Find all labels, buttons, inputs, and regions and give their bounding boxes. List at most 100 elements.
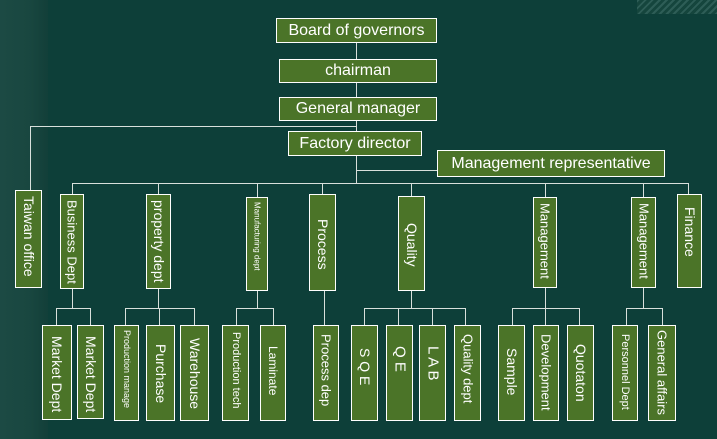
connector	[159, 308, 160, 325]
connector	[30, 126, 31, 190]
section-box: Development	[533, 325, 559, 421]
connector	[356, 82, 357, 98]
connector	[56, 308, 91, 309]
department-box: property dept	[146, 194, 171, 289]
connector	[626, 308, 627, 325]
department-box: Management	[533, 197, 557, 288]
department-box: Finance	[677, 194, 702, 288]
connector	[364, 308, 365, 325]
corner-decoration	[637, 0, 717, 14]
section-label: Market Dept	[49, 336, 65, 413]
section-box: Quotaton	[567, 325, 594, 421]
section-box: Purchase	[146, 325, 175, 421]
connector	[643, 183, 644, 197]
department-label: property dept	[150, 200, 167, 283]
department-label: Management	[636, 203, 651, 279]
department-box: Business Dept	[60, 194, 84, 289]
section-label: Quotaton	[572, 344, 589, 402]
connector	[512, 308, 580, 309]
connector	[356, 42, 357, 60]
connector	[626, 308, 663, 309]
section-label: Sample	[503, 348, 520, 396]
connector	[545, 183, 546, 197]
connector	[356, 120, 357, 132]
section-box: Production tech	[222, 325, 249, 421]
connector	[322, 183, 323, 194]
section-label: S Q E	[356, 348, 373, 386]
section-label: Process dep	[318, 334, 334, 407]
connector	[356, 170, 438, 171]
department-box: Taiwan office	[15, 190, 42, 288]
department-label: Process	[314, 219, 331, 270]
section-label: Production tech	[229, 332, 242, 409]
connector	[662, 308, 663, 325]
factory-director-box: Factory director	[288, 131, 422, 156]
section-box: Warehouse	[180, 325, 209, 421]
department-label: Manufacturing dept	[252, 202, 262, 271]
section-box: Sample	[498, 325, 525, 421]
section-box: Production manage	[114, 325, 139, 421]
department-label: Finance	[681, 207, 698, 257]
connector	[364, 308, 465, 309]
department-box: Process	[309, 194, 336, 291]
section-label: Production manage	[121, 330, 132, 409]
section-label: Warehouse	[186, 338, 203, 410]
connector	[257, 183, 258, 197]
connector	[90, 308, 91, 325]
section-box: S Q E	[351, 325, 378, 421]
connector	[236, 308, 237, 325]
department-box: Management	[631, 197, 656, 288]
connector	[30, 126, 356, 127]
section-label: Market Dept	[82, 336, 99, 413]
chairman-box: chairman	[279, 59, 437, 83]
connector	[125, 308, 126, 325]
department-box: Manufacturing dept	[246, 197, 268, 291]
connector	[411, 183, 412, 196]
connector	[158, 183, 159, 194]
connector	[411, 290, 412, 308]
department-box: Quality	[398, 196, 425, 291]
connector	[512, 308, 513, 325]
department-label: Quality	[403, 223, 420, 267]
connector	[273, 308, 274, 325]
connector	[72, 183, 688, 184]
board-label: Board of governors	[288, 21, 425, 39]
factory-director-label: Factory director	[299, 134, 411, 152]
connector	[688, 183, 689, 194]
connector	[579, 308, 580, 325]
management-representative-box: Management representative	[437, 150, 665, 177]
connector	[643, 287, 644, 308]
section-label: Development	[538, 334, 554, 411]
connector	[465, 308, 466, 325]
connector	[72, 183, 73, 194]
section-label: L A B	[424, 346, 441, 381]
section-box: Quality dept	[454, 325, 481, 421]
department-label: Taiwan office	[20, 196, 37, 277]
connector	[257, 290, 258, 308]
section-box: Market Dept	[42, 325, 72, 420]
department-label: Business Dept	[64, 200, 80, 284]
connector	[56, 308, 57, 325]
section-box: Laminate	[260, 325, 286, 421]
general-manager-box: General manager	[279, 97, 437, 121]
connector	[194, 308, 195, 325]
section-box: General affairs	[648, 325, 676, 421]
section-label: Purchase	[152, 344, 169, 404]
section-label: Quality dept	[460, 334, 475, 404]
section-label: Q E	[391, 346, 408, 372]
connector	[158, 288, 159, 308]
connector	[72, 288, 73, 308]
connector	[356, 155, 357, 184]
management-representative-label: Management representative	[451, 154, 651, 172]
section-label: General affairs	[654, 330, 670, 416]
connector	[398, 308, 399, 325]
section-label: Personnel Dept	[619, 334, 631, 410]
connector	[125, 308, 195, 309]
connector	[432, 308, 433, 325]
section-box: Personnel Dept	[612, 325, 638, 421]
connector	[545, 287, 546, 308]
chairman-label: chairman	[325, 62, 391, 79]
section-box: Q E	[386, 325, 413, 421]
general-manager-label: General manager	[295, 100, 421, 117]
